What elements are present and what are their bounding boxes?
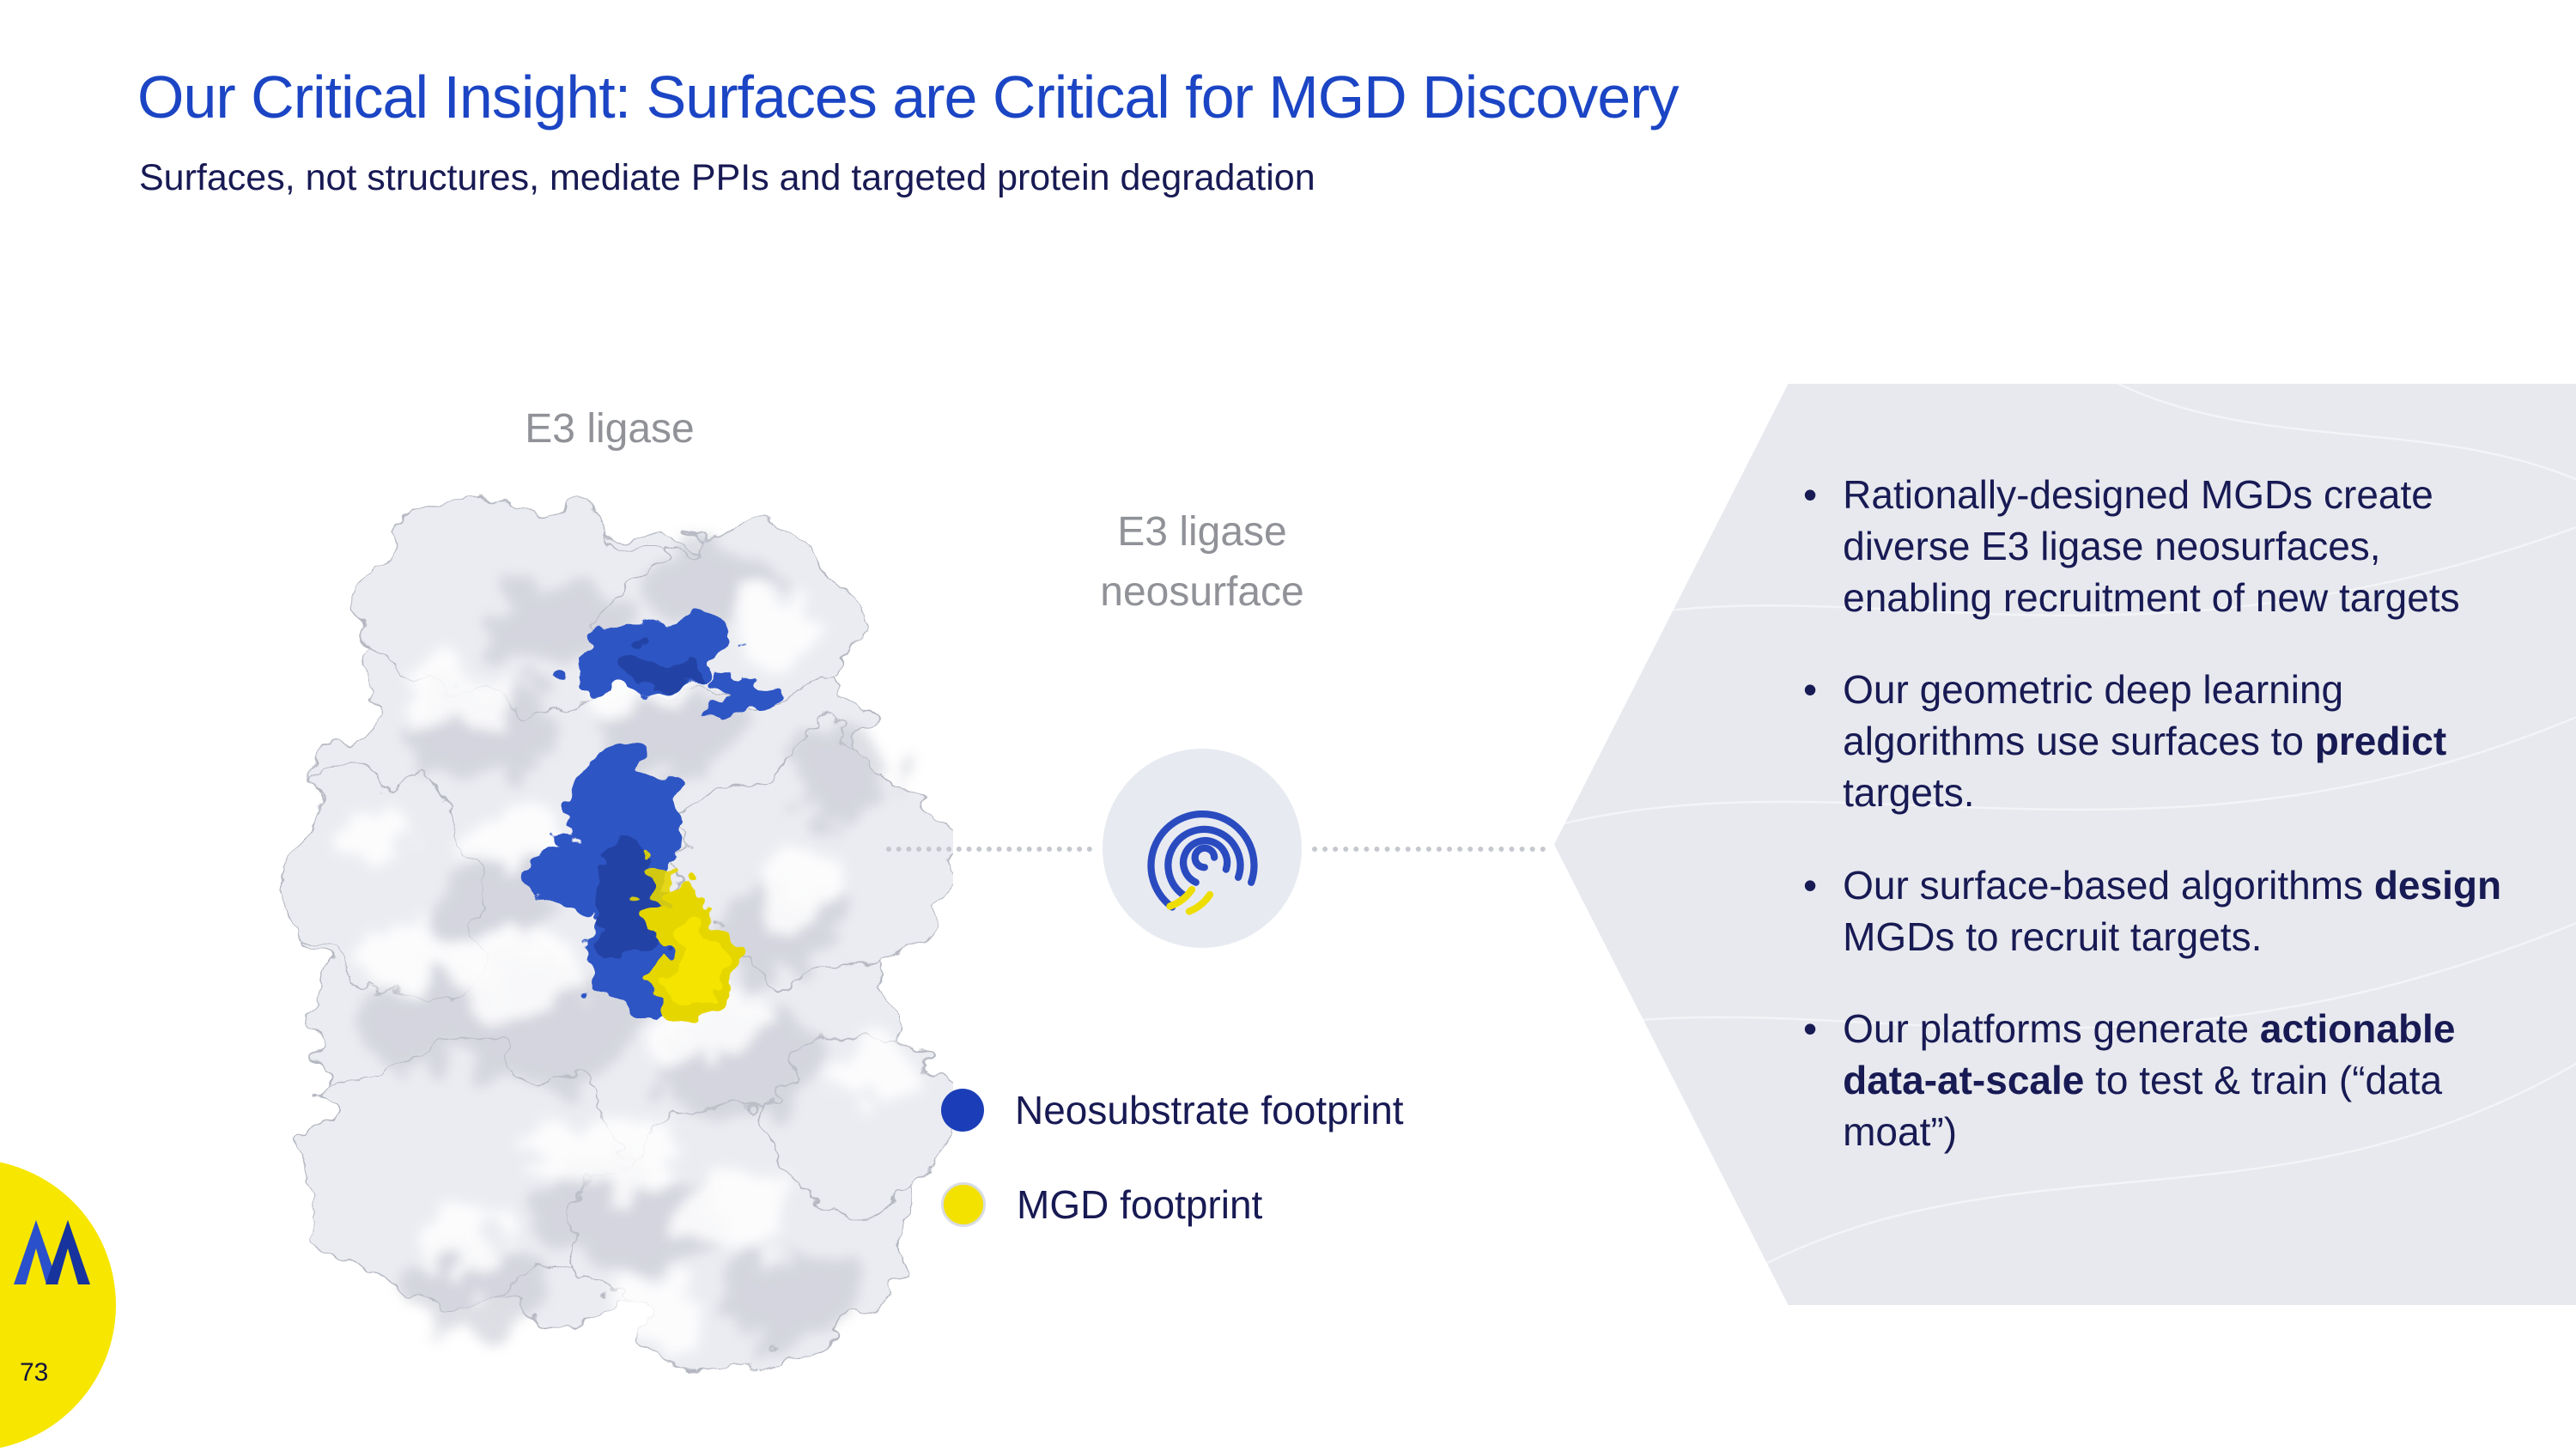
e3-ligase-label: E3 ligase xyxy=(525,406,695,452)
bullet-list: • Rationally-designed MGDs create divers… xyxy=(1803,470,2524,1199)
bullet-item: • Rationally-designed MGDs create divers… xyxy=(1803,470,2524,623)
legend-label-mgd: MGD footprint xyxy=(1017,1182,1263,1227)
mgd-footprint-patch xyxy=(642,859,732,1024)
protein-surface-image xyxy=(258,472,954,1382)
bullet-text-segment: Our surface-based algorithms xyxy=(1843,862,2374,908)
bullet-item: • Our surface-based algorithms design MG… xyxy=(1803,860,2524,963)
bullet-text: Our surface-based algorithms design MGDs… xyxy=(1843,860,2524,963)
connector-dotted-line-right xyxy=(1312,847,1546,852)
company-logo: 73 xyxy=(0,1159,116,1451)
neosurface-label: E3 ligase neosurface xyxy=(1100,509,1304,615)
insights-panel: • Rationally-designed MGDs create divers… xyxy=(1554,384,2576,1305)
fingerprint-icon xyxy=(1147,810,1258,915)
bullet-text-segment: Our platforms generate xyxy=(1843,1006,2260,1052)
slide-title: Our Critical Insight: Surfaces are Criti… xyxy=(137,64,1679,131)
bullet-marker: • xyxy=(1803,862,1818,908)
logo-m-icon xyxy=(14,1220,90,1284)
legend-item-neosubstrate: Neosubstrate footprint xyxy=(941,1087,1404,1133)
legend: Neosubstrate footprint MGD footprint xyxy=(941,1087,1404,1228)
legend-item-mgd: MGD footprint xyxy=(941,1181,1404,1228)
bullet-marker: • xyxy=(1803,472,1818,517)
mgd-footprint-dot xyxy=(941,1182,986,1227)
bullet-text-segment: Our geometric deep learning algorithms u… xyxy=(1843,667,2344,764)
bullet-text-bold: predict xyxy=(2314,719,2447,764)
bullet-text: Our geometric deep learning algorithms u… xyxy=(1843,665,2524,818)
neosubstrate-footprint-dot xyxy=(941,1089,984,1132)
fingerprint-badge xyxy=(1103,749,1302,948)
bullet-marker: • xyxy=(1803,1006,1818,1052)
bullet-text: Rationally-designed MGDs create diverse … xyxy=(1843,470,2524,623)
page-number: 73 xyxy=(20,1358,49,1387)
bullet-item: • Our platforms generate actionable data… xyxy=(1803,1004,2524,1157)
bullet-marker: • xyxy=(1803,667,1818,713)
protein-surface-render xyxy=(291,501,954,1357)
bullet-text-segment: to test & train (“data moat”) xyxy=(1843,1058,2443,1154)
legend-label-neosubstrate: Neosubstrate footprint xyxy=(1015,1088,1404,1132)
slide-subtitle: Surfaces, not structures, mediate PPIs a… xyxy=(139,157,1315,198)
bullet-text-bold: actionable data-at-scale xyxy=(1843,1006,2456,1103)
bullet-text: Our platforms generate actionable data-a… xyxy=(1843,1004,2524,1157)
bullet-text-segment: Rationally-designed MGDs create diverse … xyxy=(1843,472,2460,620)
connector-dotted-line-left xyxy=(886,847,1092,852)
bullet-item: • Our geometric deep learning algorithms… xyxy=(1803,665,2524,818)
bullet-text-bold: design xyxy=(2373,862,2502,908)
bullet-text-segment: targets. xyxy=(1843,769,1975,815)
bullet-text-segment: MGDs to recruit targets. xyxy=(1843,914,2263,959)
